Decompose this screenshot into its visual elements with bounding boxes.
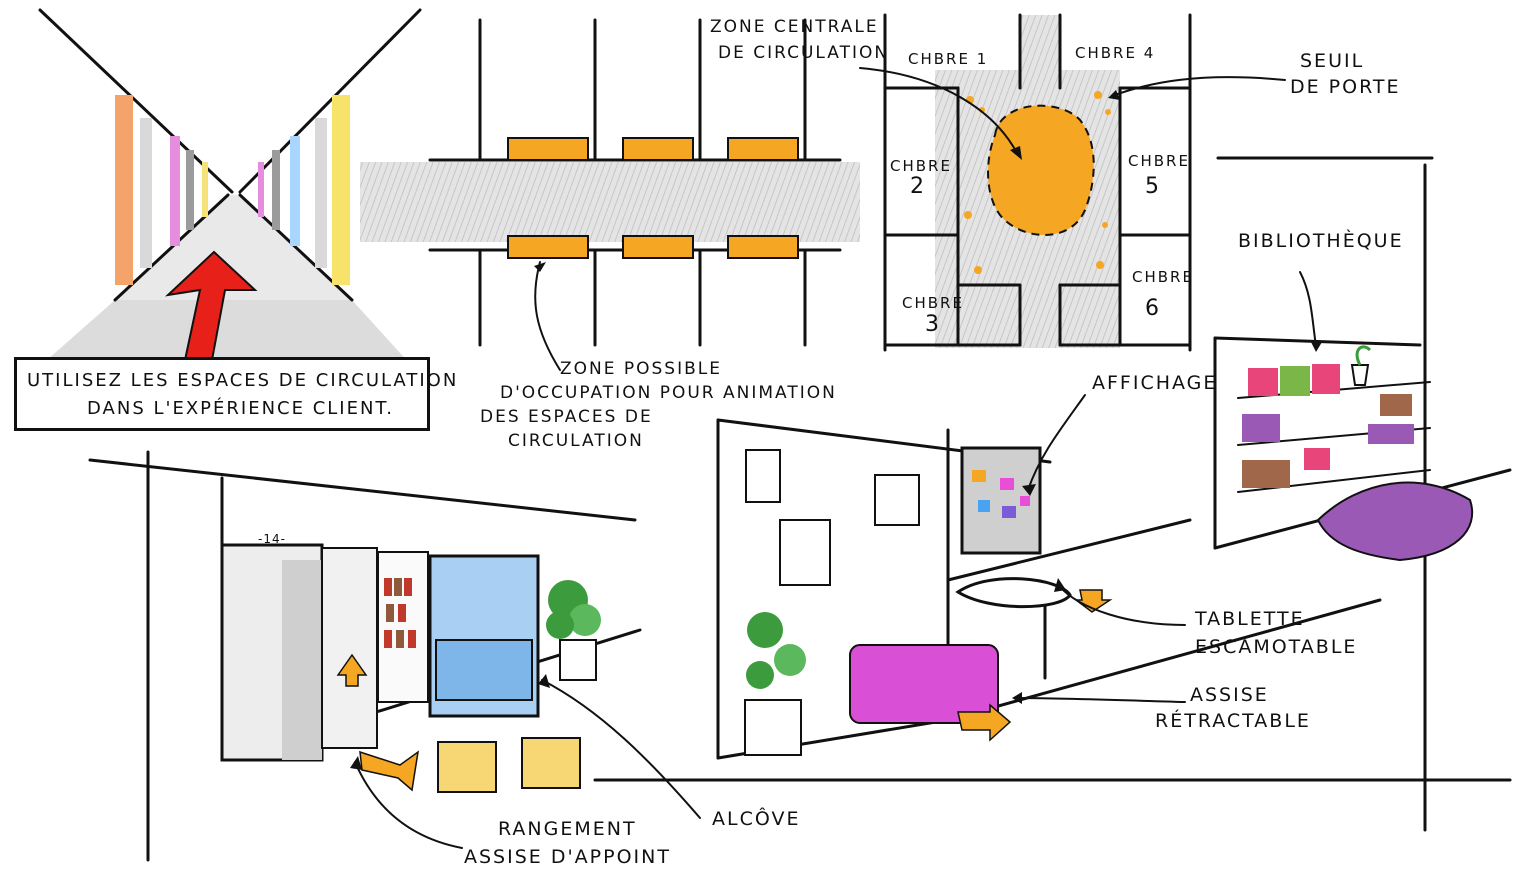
seat-retractable-label: rétractable [1155,710,1311,732]
room-6-number: 6 [1145,296,1161,321]
seat-label: Assise [1190,684,1269,706]
occupation-zone [507,137,589,161]
alcove-scene [88,450,701,862]
display-label: Affichage [1092,372,1218,394]
pouf [521,737,581,789]
room-3-number: 3 [925,312,941,337]
storage-arrow-icon [336,653,368,687]
corridor-perspective [30,8,422,375]
alcove-label: Alcôve [712,808,801,830]
room-2-label: Chbre [890,157,952,175]
room-3-label: Chbre [902,294,964,312]
corridor-callout: Utilisez les espaces de circulation dans… [14,357,456,431]
room-4-label: Chbre 4 [1075,44,1156,62]
pouf-arrow-icon [359,750,420,792]
room-5-label: Chbre [1128,152,1190,170]
corridor-plan [360,18,860,371]
zone-espaces-label: des espaces de [480,407,653,427]
room-1-label: Chbre 1 [908,50,989,68]
storage-label: Rangement [498,818,637,840]
room-plan [859,13,1286,352]
room-6-label: Chbre [1132,268,1194,286]
extra-seat-label: assise d'appoint [464,846,671,868]
occupation-zone [622,137,694,161]
callout-line-1: Utilisez les espaces de circulation [27,370,459,391]
pouf [437,741,497,793]
zone-occupation-label: d'occupation pour animation [500,383,837,403]
occupation-zone [507,235,589,259]
room-5-number: 5 [1145,174,1161,199]
retractable-seat [849,644,999,724]
central-circulation-label: de circulation [718,43,890,63]
threshold-label: Seuil [1300,50,1365,72]
wall-scene [593,394,1512,782]
occupation-zone [622,235,694,259]
central-circulation-zone [987,104,1095,236]
occupation-zone [727,235,799,259]
table-label: Tablette [1195,608,1305,630]
corridor-arrow-icon [164,250,258,361]
library-scene [1213,156,1512,832]
library-label: Bibliothèque [1238,230,1404,252]
room-2-number: 2 [910,174,926,199]
zone-possible-label: Zone possible [560,359,722,379]
threshold-door-label: de porte [1290,76,1401,98]
table-arrow-icon [1073,589,1113,613]
folding-table [955,577,1072,609]
door-number: -14- [258,532,286,546]
zone-circulation-label: circulation [508,431,644,451]
seat-arrow-icon [957,703,1012,742]
table-folding-label: escamotable [1195,636,1358,658]
callout-line-2: dans l'expérience client. [87,398,395,419]
occupation-zone [727,137,799,161]
central-zone-label: Zone centrale [710,17,879,37]
